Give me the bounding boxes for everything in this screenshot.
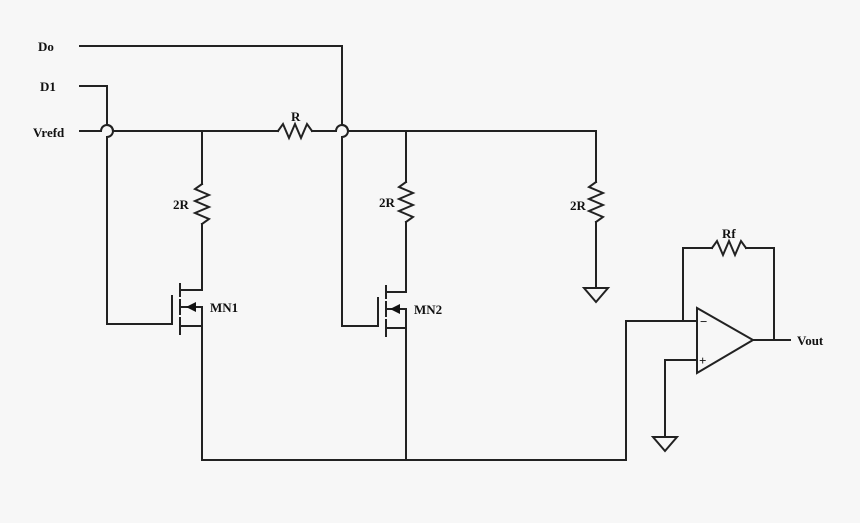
wire-mn1-drain (185, 223, 203, 291)
wire-feedback-right (745, 247, 775, 341)
resistor-r-series (276, 121, 314, 141)
resistor-rf (710, 238, 748, 258)
transistor-mn1 (171, 283, 203, 335)
wire-summing-bus (201, 320, 698, 461)
wire-opamp-plus-ground (664, 359, 698, 438)
wire-d1 (79, 85, 173, 325)
wire-vref-rail-right (311, 124, 597, 183)
opamp-plus-label: + (699, 353, 706, 368)
mn1-arrow-icon (186, 302, 196, 312)
wire-feedback-left (682, 247, 713, 322)
resistor-2r-branch1 (192, 182, 212, 226)
label-2r-branch1: 2R (173, 197, 190, 212)
wire-mn2-drain (391, 221, 407, 293)
label-2r-branch2: 2R (379, 195, 396, 210)
opamp: − + (696, 306, 755, 375)
ground-icon-term (581, 287, 611, 304)
label-2r-term: 2R (570, 198, 587, 213)
label-r-series: R (291, 109, 301, 124)
label-mn2: MN2 (414, 302, 442, 317)
opamp-minus-label: − (700, 314, 707, 329)
ground-icon-opamp (650, 436, 680, 453)
input-label-vref: Vrefd (33, 125, 65, 140)
resistor-2r-term (586, 180, 606, 224)
mn2-arrow-icon (390, 304, 400, 314)
input-label-d0: Do (38, 39, 54, 54)
output-label-vout: Vout (797, 333, 824, 348)
wire-vref-rail-left (79, 124, 279, 132)
resistor-2r-branch2 (396, 180, 416, 224)
label-mn1: MN1 (210, 300, 238, 315)
label-rf: Rf (722, 226, 736, 241)
transistor-mn2 (377, 285, 407, 337)
wire-d0 (79, 45, 379, 327)
input-label-d1: D1 (40, 79, 56, 94)
